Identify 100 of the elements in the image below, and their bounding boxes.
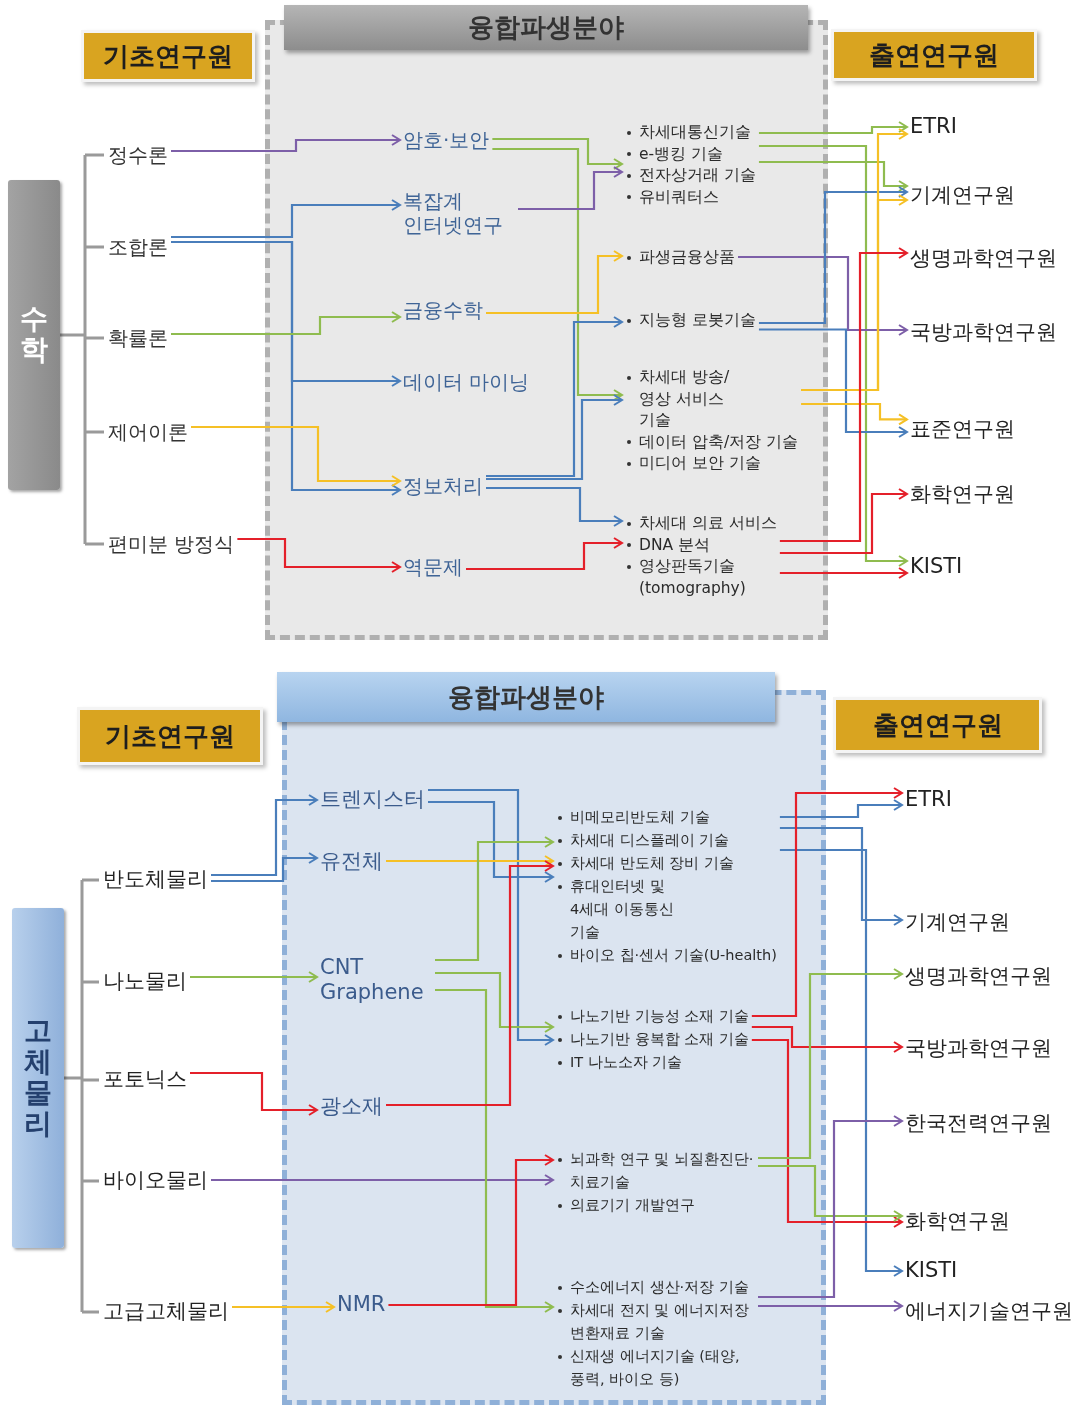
field-label: 트렌지스터: [320, 787, 425, 813]
arrow: [758, 1300, 903, 1312]
arrow: [801, 402, 908, 426]
panel-header: 융합파생분야: [284, 5, 808, 50]
topic-label: 포토닉스: [103, 1067, 187, 1093]
field-label: 역문제: [403, 555, 463, 579]
arrow: [738, 255, 908, 336]
field-label: 복잡계 인터넷연구: [403, 189, 515, 237]
arrow: [190, 1071, 318, 1116]
arrow: [466, 537, 623, 571]
arrow: [171, 311, 401, 336]
arrow: [237, 537, 401, 573]
arrow: [232, 1301, 335, 1313]
list-item-text: 의료기기 개발연구: [570, 1196, 695, 1215]
list-item-text: 휴대인터넷 및 4세대 이동통신 기술: [570, 877, 675, 942]
arrow: [386, 860, 554, 1107]
institute-label: ETRI: [905, 787, 952, 813]
arrow: [191, 425, 401, 487]
list-item-text: 나노기반 기능성 소재 기술: [570, 1007, 749, 1026]
arrow: [171, 134, 401, 153]
arrow: [386, 855, 554, 867]
list-item-text: 나노기반 융복합 소재 기술: [570, 1030, 749, 1049]
panel-header: 융합파생분야: [277, 672, 775, 722]
field-label: 광소재: [320, 1094, 383, 1120]
arrow: [492, 147, 623, 401]
topic-label: 바이오물리: [103, 1168, 208, 1194]
category-header: 출연연구원: [836, 700, 1039, 750]
topic-label: 확률론: [108, 326, 168, 350]
arrow: [388, 1154, 554, 1307]
institute-label: 에너지기술연구원: [905, 1299, 1073, 1325]
list-item-text: 미디어 보안 기술: [639, 453, 761, 474]
arrow: [435, 971, 554, 1033]
institute-label: 국방과학연구원: [910, 320, 1057, 346]
field-label: 금융수학: [403, 298, 483, 322]
list-item-text: 신재생 에너지기술 (태양, 풍력, 바이오 등): [570, 1347, 740, 1389]
topic-label: 제어이론: [108, 420, 188, 444]
institute-label: 기계연구원: [905, 910, 1010, 936]
list-item-text: 지능형 로봇기술: [639, 310, 756, 331]
field-label: 암호·보안: [403, 128, 490, 152]
list-item-text: 파생금융상품: [639, 247, 735, 268]
list-item-text: 비메모리반도체 기술: [570, 808, 710, 827]
institute-label: KISTI: [905, 1258, 958, 1284]
technology-list: [625, 513, 777, 599]
arrow: [486, 250, 623, 315]
arrow: [435, 988, 554, 1313]
arrow: [758, 186, 908, 325]
arrow: [758, 1115, 903, 1299]
list-item-text: e-뱅킹 기술: [639, 143, 724, 165]
arrow: [211, 794, 318, 877]
institute-label: 화학연구원: [905, 1209, 1010, 1235]
technology-list: [625, 122, 756, 208]
arrow: [779, 799, 903, 819]
list-item-text: 뇌과학 연구 및 뇌질환진단·치료기술: [570, 1150, 755, 1192]
subject-label: 고체물리: [24, 1016, 52, 1140]
institute-label: ETRI: [910, 114, 957, 140]
arrow: [190, 971, 318, 983]
list-item-text: 전자상거래 기술: [639, 165, 756, 186]
arrow: [171, 199, 401, 239]
list-item-text: 차세대 디스플레이 기술: [570, 831, 730, 850]
field-label: CNT Graphene: [320, 954, 432, 1006]
field-label: NMR: [337, 1292, 386, 1318]
institute-label: 화학연구원: [910, 482, 1015, 508]
topic-label: 나노물리: [103, 969, 187, 995]
institute-label: 생명과학연구원: [905, 964, 1052, 990]
subject-bar: [8, 180, 60, 490]
arrow: [758, 144, 908, 567]
list-item-text: 차세대통신기술: [639, 122, 751, 143]
arrow: [435, 836, 554, 962]
arrow: [758, 328, 908, 438]
list-item-text: 차세대 방송/ 영상 서비스 기술: [639, 367, 731, 431]
list-item-text: 수소에너지 생산·저장 기술: [570, 1278, 749, 1297]
category-header: 출연연구원: [834, 32, 1034, 78]
arrow: [486, 486, 623, 527]
list-item-text: 차세대 반도체 장비 기술: [570, 854, 734, 873]
arrow: [779, 488, 908, 555]
arrow: [751, 787, 903, 1018]
topic-label: 고급고체물리: [103, 1299, 229, 1325]
arrow: [211, 1174, 554, 1186]
list-item-text: IT 나노소자 기술: [570, 1053, 683, 1072]
list-item-text: 차세대 전지 및 에너지저장 변환재료 기술: [570, 1301, 750, 1343]
arrow: [751, 1038, 903, 1228]
subject-label: 수학: [20, 304, 48, 366]
institute-label: 생명과학연구원: [910, 246, 1057, 272]
field-panel: [277, 672, 826, 1405]
list-item-text: 영상판독기술 (tomography): [639, 556, 747, 599]
topic-label: 정수론: [108, 143, 168, 167]
subject-bar: [12, 908, 64, 1248]
list-item-text: DNA 분석: [639, 534, 711, 556]
arrow: [428, 800, 554, 883]
institute-label: 기계연구원: [910, 183, 1015, 209]
field-label: 데이터 마이닝: [403, 370, 530, 394]
category-header: 기초연구원: [84, 33, 252, 79]
arrow: [779, 567, 908, 579]
topic-label: 반도체물리: [103, 867, 208, 893]
arrow: [486, 316, 623, 478]
category-header: 기초연구원: [80, 710, 260, 762]
arrow: [779, 848, 903, 1277]
arrow: [758, 121, 908, 135]
field-panel: [265, 5, 828, 640]
arrow: [518, 166, 623, 211]
